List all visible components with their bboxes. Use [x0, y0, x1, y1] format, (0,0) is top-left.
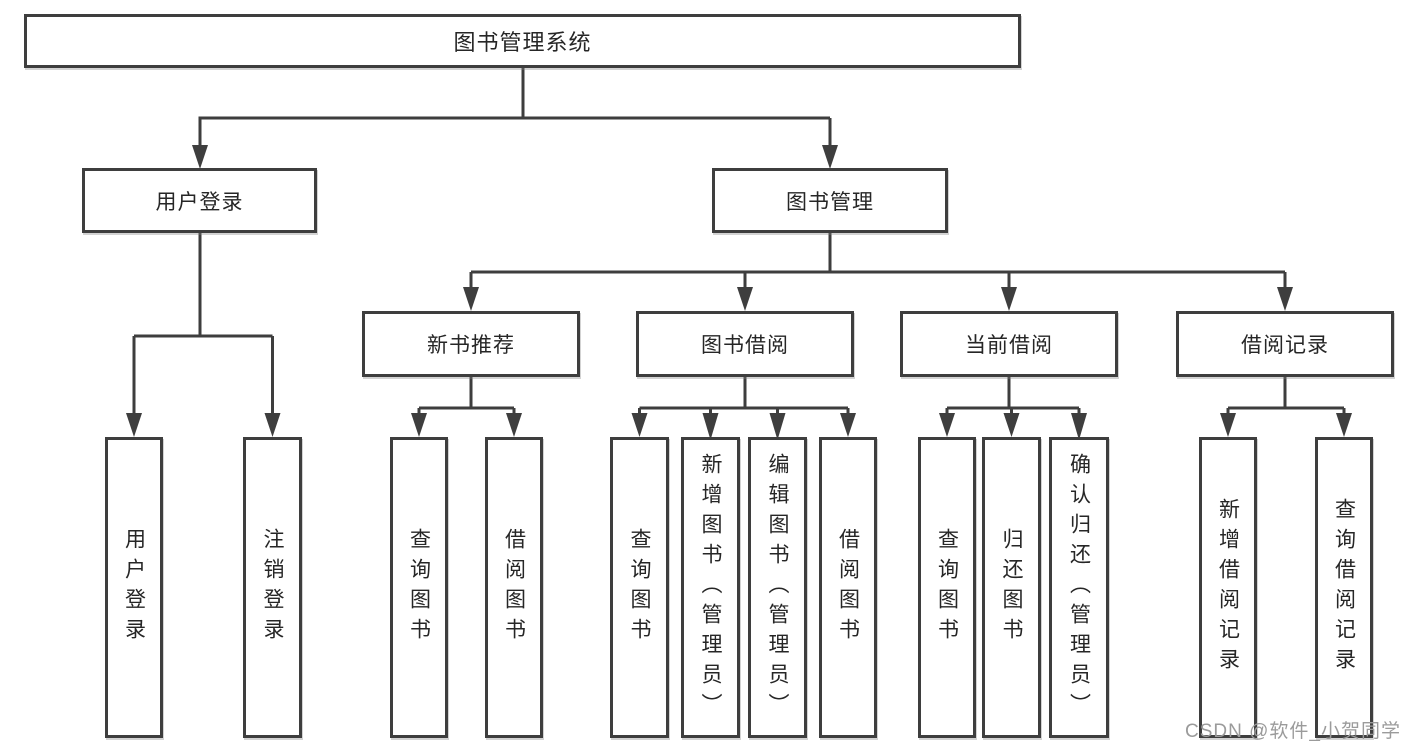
- arrow-icon: [1071, 413, 1087, 440]
- leaf-edit-book-admin: 编辑图书（管理员）: [748, 437, 807, 738]
- node-book-borrowing: 图书借阅: [636, 311, 854, 377]
- leaf-borrow-books-recommendation: 借阅图书: [485, 437, 543, 738]
- arrow-icon: [192, 145, 208, 169]
- leaf-label: 查询借阅记录: [1332, 497, 1356, 678]
- leaf-label: 新增借阅记录: [1216, 497, 1240, 678]
- arrow-icon: [264, 413, 281, 437]
- leaf-label: 注销登录: [261, 527, 284, 648]
- arrow-icon: [1277, 287, 1293, 311]
- leaf-query-borrowing-record: 查询借阅记录: [1315, 437, 1373, 738]
- leaf-label: 编辑图书（管理员）: [766, 452, 789, 723]
- leaf-query-books-recommendation: 查询图书: [390, 437, 448, 738]
- leaf-label: 查询图书: [628, 527, 651, 648]
- node-label: 用户登录: [155, 190, 244, 214]
- arrow-icon: [631, 413, 648, 437]
- arrow-icon: [506, 413, 522, 437]
- arrow-icon: [702, 413, 719, 440]
- arrow-icon: [737, 287, 753, 311]
- arrow-icon: [1001, 287, 1017, 311]
- node-book-management: 图书管理: [712, 168, 948, 233]
- leaf-label: 查询图书: [935, 527, 959, 648]
- arrow-icon: [1336, 413, 1352, 437]
- arrow-icon: [822, 145, 838, 169]
- node-borrowing-records: 借阅记录: [1176, 311, 1394, 377]
- leaf-query-books-borrowing: 查询图书: [610, 437, 669, 738]
- arrow-icon: [411, 413, 427, 437]
- node-label: 借阅记录: [1241, 334, 1329, 357]
- arrow-icon: [126, 413, 142, 437]
- leaf-label: 查询图书: [407, 527, 431, 648]
- node-user-login: 用户登录: [82, 168, 317, 233]
- node-library-management-system: 图书管理系统: [24, 14, 1021, 68]
- leaf-label: 借阅图书: [502, 527, 526, 648]
- leaf-user-login: 用户登录: [105, 437, 163, 738]
- csdn-watermark: CSDN @软件_小贺同学: [1185, 721, 1401, 742]
- leaf-label: 借阅图书: [836, 527, 860, 648]
- node-label: 当前借阅: [965, 334, 1053, 357]
- arrowheads: [126, 145, 1352, 440]
- arrow-icon: [1220, 413, 1236, 437]
- leaf-return-books: 归还图书: [982, 437, 1041, 738]
- leaf-logout: 注销登录: [243, 437, 302, 738]
- leaf-label: 归还图书: [1000, 527, 1023, 648]
- leaf-label: 用户登录: [122, 527, 146, 648]
- node-new-book-recommendation: 新书推荐: [362, 311, 580, 377]
- arrow-icon: [769, 413, 786, 440]
- leaf-add-book-admin: 新增图书（管理员）: [681, 437, 740, 738]
- node-label: 图书管理系统: [453, 30, 592, 55]
- arrow-icon: [840, 413, 856, 437]
- node-label: 图书管理: [786, 190, 874, 214]
- node-label: 图书借阅: [701, 334, 789, 357]
- leaf-add-borrowing-record: 新增借阅记录: [1199, 437, 1257, 738]
- arrow-icon: [939, 413, 955, 437]
- connector-lines: [132, 68, 1346, 415]
- node-label: 新书推荐: [427, 334, 515, 357]
- leaf-confirm-return-admin: 确认归还（管理员）: [1049, 437, 1109, 738]
- arrow-icon: [463, 287, 479, 311]
- leaf-borrow-books-borrowing: 借阅图书: [819, 437, 877, 738]
- node-current-borrowing: 当前借阅: [900, 311, 1118, 377]
- leaf-label: 新增图书（管理员）: [699, 452, 722, 723]
- leaf-label: 确认归还（管理员）: [1067, 452, 1091, 723]
- arrow-icon: [1003, 413, 1020, 437]
- leaf-query-books-current: 查询图书: [918, 437, 976, 738]
